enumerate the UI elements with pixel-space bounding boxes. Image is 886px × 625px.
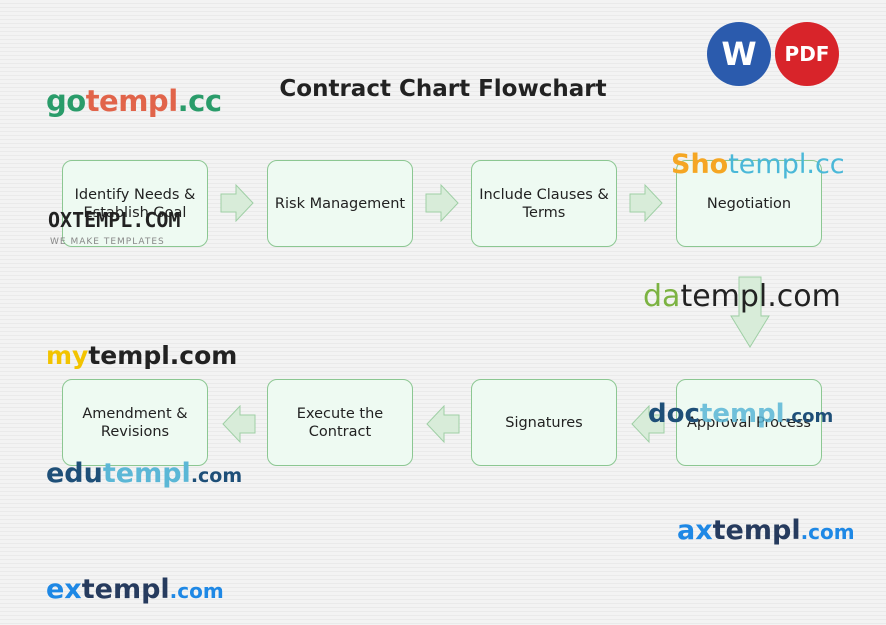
step-label: Approval Process bbox=[687, 414, 811, 431]
step-label: Negotiation bbox=[706, 195, 792, 212]
watermark-doctempl: doctempl.com bbox=[648, 399, 834, 429]
step-negotiation: Negotiation bbox=[676, 160, 822, 247]
arrow-left-3 bbox=[222, 405, 256, 443]
step-label: Identify Needs & Establish Goal bbox=[74, 186, 196, 221]
step-label: Risk Management bbox=[274, 195, 406, 212]
arrow-right-2 bbox=[425, 184, 459, 222]
watermark-datempl: datempl.com bbox=[643, 279, 841, 314]
step-label: Include Clauses & Terms bbox=[479, 186, 609, 221]
pdf-icon: PDF bbox=[784, 42, 830, 66]
pdf-badge[interactable]: PDF bbox=[775, 22, 839, 86]
arrow-right-3 bbox=[629, 184, 663, 222]
arrow-left-1 bbox=[631, 405, 665, 443]
arrow-right-1 bbox=[220, 184, 254, 222]
watermark-oxtempl: OXTEMPL.COM bbox=[48, 208, 181, 232]
watermark-edutempl: edutempl.com bbox=[46, 458, 243, 489]
watermark-gotempl: gotempl.cc bbox=[46, 84, 222, 118]
step-identify-needs: Identify Needs & Establish Goal bbox=[62, 160, 208, 247]
word-badge[interactable]: W bbox=[707, 22, 771, 86]
step-risk-management: Risk Management bbox=[267, 160, 413, 247]
step-label: Signatures bbox=[505, 414, 583, 431]
step-execute-contract: Execute the Contract bbox=[267, 379, 413, 466]
step-approval-process: Approval Process bbox=[676, 379, 822, 466]
watermark-shotempl: Shotempl.cc bbox=[671, 149, 845, 180]
arrow-left-2 bbox=[426, 405, 460, 443]
watermark-extempl: extempl.com bbox=[46, 574, 224, 605]
watermark-oxtempl-sub: WE MAKE TEMPLATES bbox=[50, 237, 165, 247]
page-title: Contract Chart Flowchart bbox=[279, 76, 607, 102]
arrow-down bbox=[730, 276, 770, 348]
step-label: Execute the Contract bbox=[296, 405, 384, 440]
step-include-clauses: Include Clauses & Terms bbox=[471, 160, 617, 247]
step-signatures: Signatures bbox=[471, 379, 617, 466]
step-amendment-revisions: Amendment & Revisions bbox=[62, 379, 208, 466]
watermark-axtempl: axtempl.com bbox=[677, 515, 855, 546]
word-icon: W bbox=[721, 35, 757, 73]
step-label: Amendment & Revisions bbox=[82, 405, 188, 440]
watermark-mytempl: mytempl.com bbox=[46, 341, 238, 370]
